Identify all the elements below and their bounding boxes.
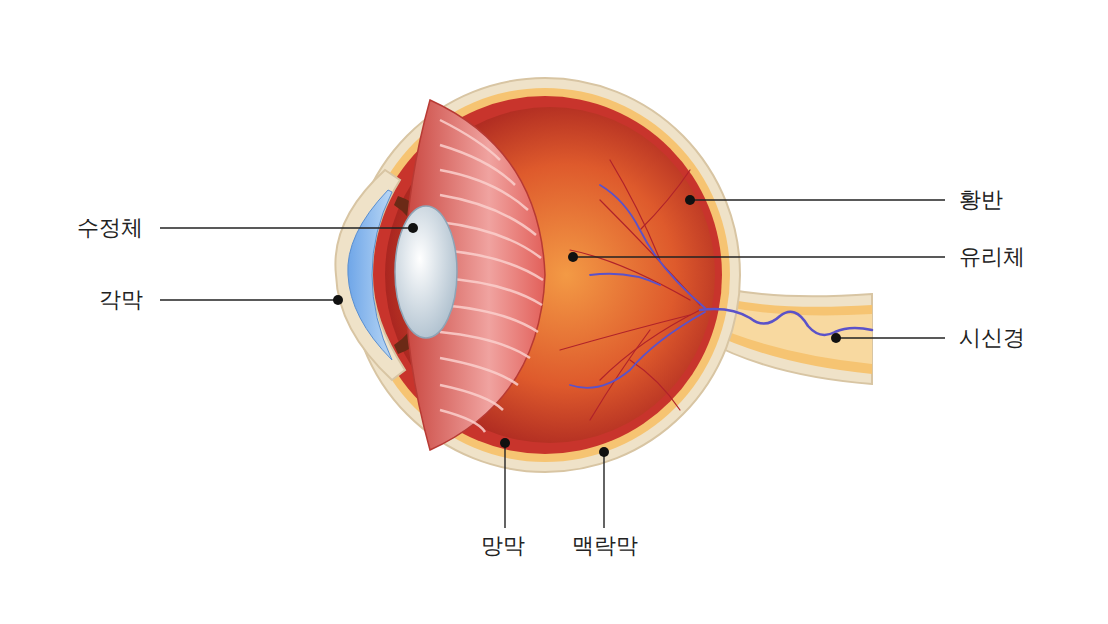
lens (395, 206, 457, 338)
blood-vessels (600, 185, 705, 308)
eyeball (360, 88, 730, 462)
ciliary-body (440, 305, 538, 332)
leader-dots (333, 295, 343, 305)
ciliary-body (440, 120, 500, 160)
blood-vessels (600, 310, 700, 380)
lens (395, 206, 457, 338)
ciliary-body (440, 195, 536, 235)
ciliary-body (440, 385, 503, 410)
part-label: 망막 (479, 533, 527, 559)
part-label: 각막 (97, 287, 145, 313)
leader-lines (836, 337, 945, 338)
eyeball (350, 78, 740, 472)
leader-dots (333, 195, 841, 457)
part-label: 수정체 (75, 215, 145, 241)
blood-vessels (590, 274, 660, 285)
leader-lines (160, 299, 338, 300)
blood-vessels (590, 330, 650, 420)
cornea (348, 190, 392, 360)
blood-vessels (610, 160, 660, 260)
ciliary-body (440, 410, 485, 432)
part-label: 맥락막 (570, 533, 640, 559)
blood-vessels (630, 360, 680, 410)
eyeball (350, 78, 740, 472)
leader-dots (685, 195, 695, 205)
leader-dots (568, 252, 578, 262)
leader-lines (573, 256, 945, 257)
leader-lines (690, 199, 945, 200)
part-label: 황반 (957, 187, 1005, 213)
leader-lines (160, 200, 945, 528)
ciliary-body (440, 170, 528, 210)
blood-vessels (560, 315, 690, 350)
leader-dots (831, 333, 841, 343)
leader-dots (500, 438, 510, 448)
eyeball (368, 96, 722, 454)
blood-vessels (560, 160, 872, 420)
ciliary-body (440, 358, 518, 385)
part-label: 시신경 (957, 325, 1027, 351)
leader-lines (504, 443, 505, 528)
blood-vessels (570, 185, 705, 388)
part-label: 유리체 (957, 244, 1027, 270)
blood-vessels (560, 160, 700, 420)
ciliary-body (440, 332, 530, 358)
leader-lines (160, 227, 413, 228)
blood-vessels (640, 170, 690, 230)
blood-vessels (570, 312, 705, 388)
blood-vessels (700, 309, 872, 335)
leader-lines (603, 452, 604, 528)
leader-dots (408, 223, 418, 233)
leader-dots (599, 447, 609, 457)
